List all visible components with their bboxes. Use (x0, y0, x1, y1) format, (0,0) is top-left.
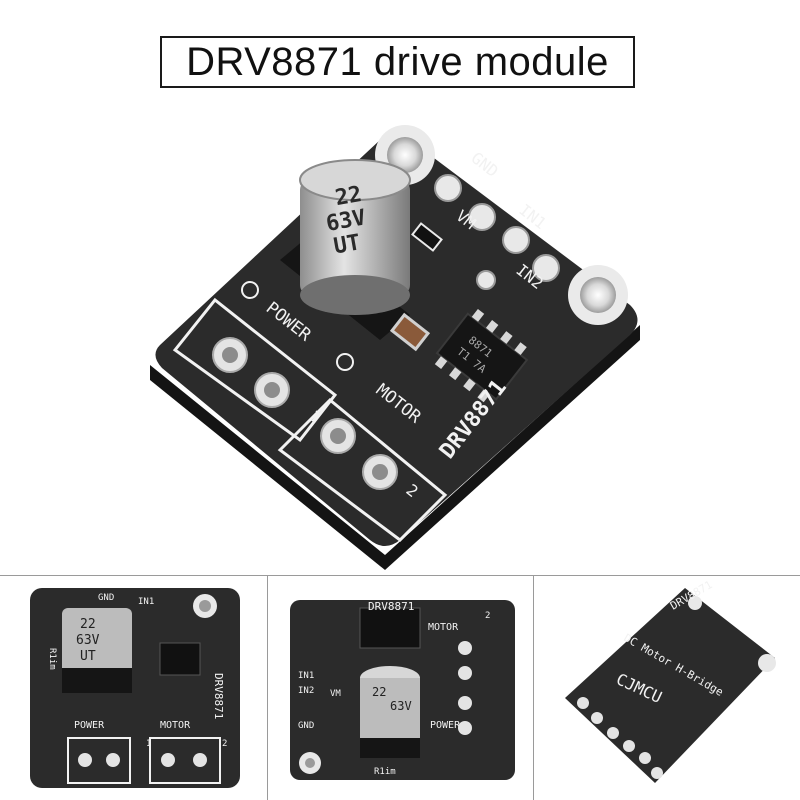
thumb1-cap-voltage: 63V (76, 633, 100, 648)
thumb1-cap-series: UT (80, 649, 96, 664)
thumbnail-angled-view: DRV8871 MOTOR POWER 22 63V IN1 IN2 VM GN… (290, 600, 515, 780)
cap-value: 22 (333, 182, 363, 211)
thumb1-pin-gnd: GND (98, 593, 114, 603)
thumb1-resistor: R1im (47, 648, 57, 670)
thumb1-board-name: DRV8871 (212, 673, 225, 719)
thumb1-cap-value: 22 (80, 617, 96, 632)
thumbnail-back-view: DRV8871 DC Motor H-Bridge CJMCU (565, 578, 776, 783)
thumb2-terminal-2: 2 (485, 611, 490, 621)
divider-vertical-2 (533, 576, 534, 800)
page-title: DRV8871 drive module (186, 39, 609, 84)
thumb1-terminal-2: 2 (222, 739, 227, 749)
smd-capacitor-brown (389, 312, 431, 352)
resistor-smd (411, 222, 443, 252)
cap-series: UT (332, 230, 362, 259)
thumbnail-top-view: 22 63V UT DRV8871 POWER MOTOR IN1 GND R1… (30, 588, 240, 788)
thumb2-cap-voltage: 63V (390, 699, 412, 713)
thumb1-motor-label: MOTOR (160, 720, 191, 731)
thumb1-power-label: POWER (74, 720, 105, 731)
divider-vertical-1 (267, 576, 268, 800)
thumb2-motor-label: MOTOR (428, 622, 459, 633)
thumb2-cap-value: 22 (372, 685, 386, 699)
divider-horizontal (0, 575, 800, 576)
thumb2-pin-gnd: GND (298, 721, 314, 731)
electrolytic-capacitor: 22 63V UT (299, 159, 411, 315)
title-box: DRV8871 drive module (160, 36, 635, 88)
thumb1-pin-in1: IN1 (138, 597, 154, 607)
pin-label-gnd: GND (468, 148, 502, 181)
hero-board-image: GND VM IN1 IN2 22 63V UT 8871 T1 7A DRV8… (150, 125, 640, 570)
thumb2-board-name: DRV8871 (368, 600, 414, 613)
thumb2-pin-vm: VM (330, 689, 341, 699)
power-terminal-block (172, 297, 338, 443)
thumb2-pin-in1: IN1 (298, 671, 314, 681)
thumb2-resistor: R1im (374, 767, 396, 777)
power-minus-mark (241, 281, 259, 299)
thumb2-power-label: POWER (430, 720, 461, 731)
power-plus-mark (336, 353, 354, 371)
thumb2-pin-in2: IN2 (298, 686, 314, 696)
thumb1-terminal-1: 1 (146, 739, 151, 749)
motor-terminal-block (277, 397, 448, 542)
header-pads (434, 174, 560, 290)
driver-ic: 8871 T1 7A (434, 308, 529, 403)
